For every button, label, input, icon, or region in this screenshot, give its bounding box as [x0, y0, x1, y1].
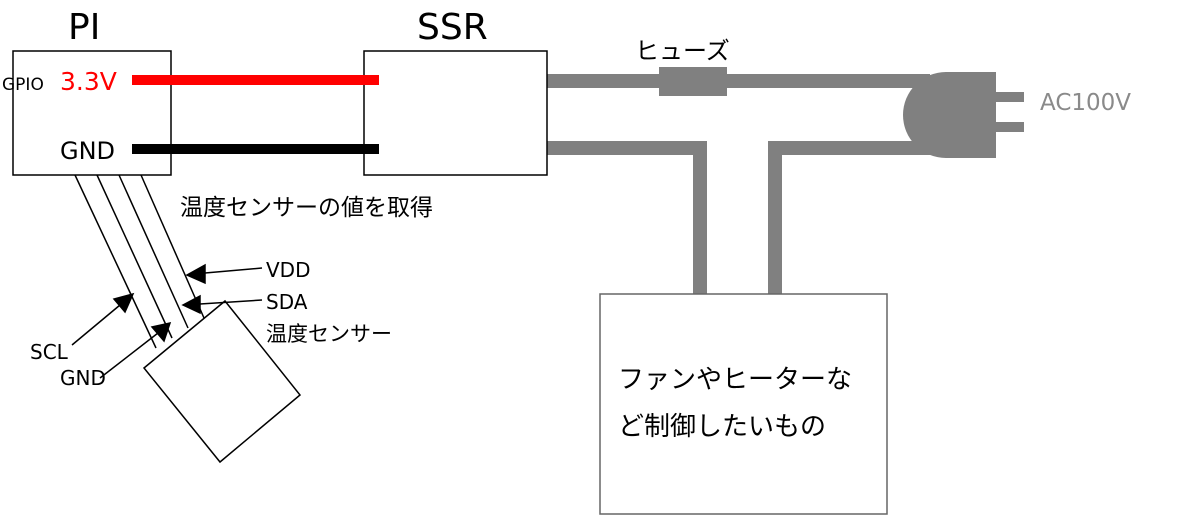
- pi-gnd-label: GND: [60, 137, 115, 165]
- voltage-label: 3.3V: [60, 67, 117, 96]
- scl-arrow-icon: [112, 292, 135, 314]
- pi-box: [12, 50, 172, 176]
- plug-label: AC100V: [1040, 90, 1131, 116]
- sensor-wires: [74, 174, 205, 349]
- pin-arrows: [71, 263, 263, 379]
- sensor-name: 温度センサー: [266, 322, 392, 346]
- ssr-box: [363, 50, 548, 176]
- ac-wiring: [513, 74, 930, 294]
- gpio-label: GPIO: [2, 75, 44, 95]
- pin-label-gnd: GND: [60, 366, 106, 390]
- fuse-body: [659, 67, 727, 96]
- power-plug-icon: [903, 72, 1024, 158]
- sensor-caption: 温度センサーの値を取得: [180, 195, 433, 221]
- ssr-title: SSR: [417, 7, 488, 48]
- temperature-sensor-body: [142, 299, 302, 464]
- pin-label-sda: SDA: [266, 290, 308, 314]
- load-label-line1: ファンやヒーターな: [618, 365, 852, 395]
- sda-arrow-icon: [181, 294, 201, 315]
- vdd-arrow-icon: [185, 263, 206, 285]
- load-box: [599, 293, 888, 515]
- pin-label-scl: SCL: [30, 340, 69, 364]
- fuse-label: ヒューズ: [635, 37, 730, 65]
- gnd-arrow-icon: [150, 321, 172, 343]
- pin-label-vdd: VDD: [266, 258, 310, 282]
- pi-title: PI: [68, 7, 100, 48]
- ac-wire-load-right: [768, 141, 930, 294]
- load-label-line2: ど制御したいもの: [618, 412, 826, 442]
